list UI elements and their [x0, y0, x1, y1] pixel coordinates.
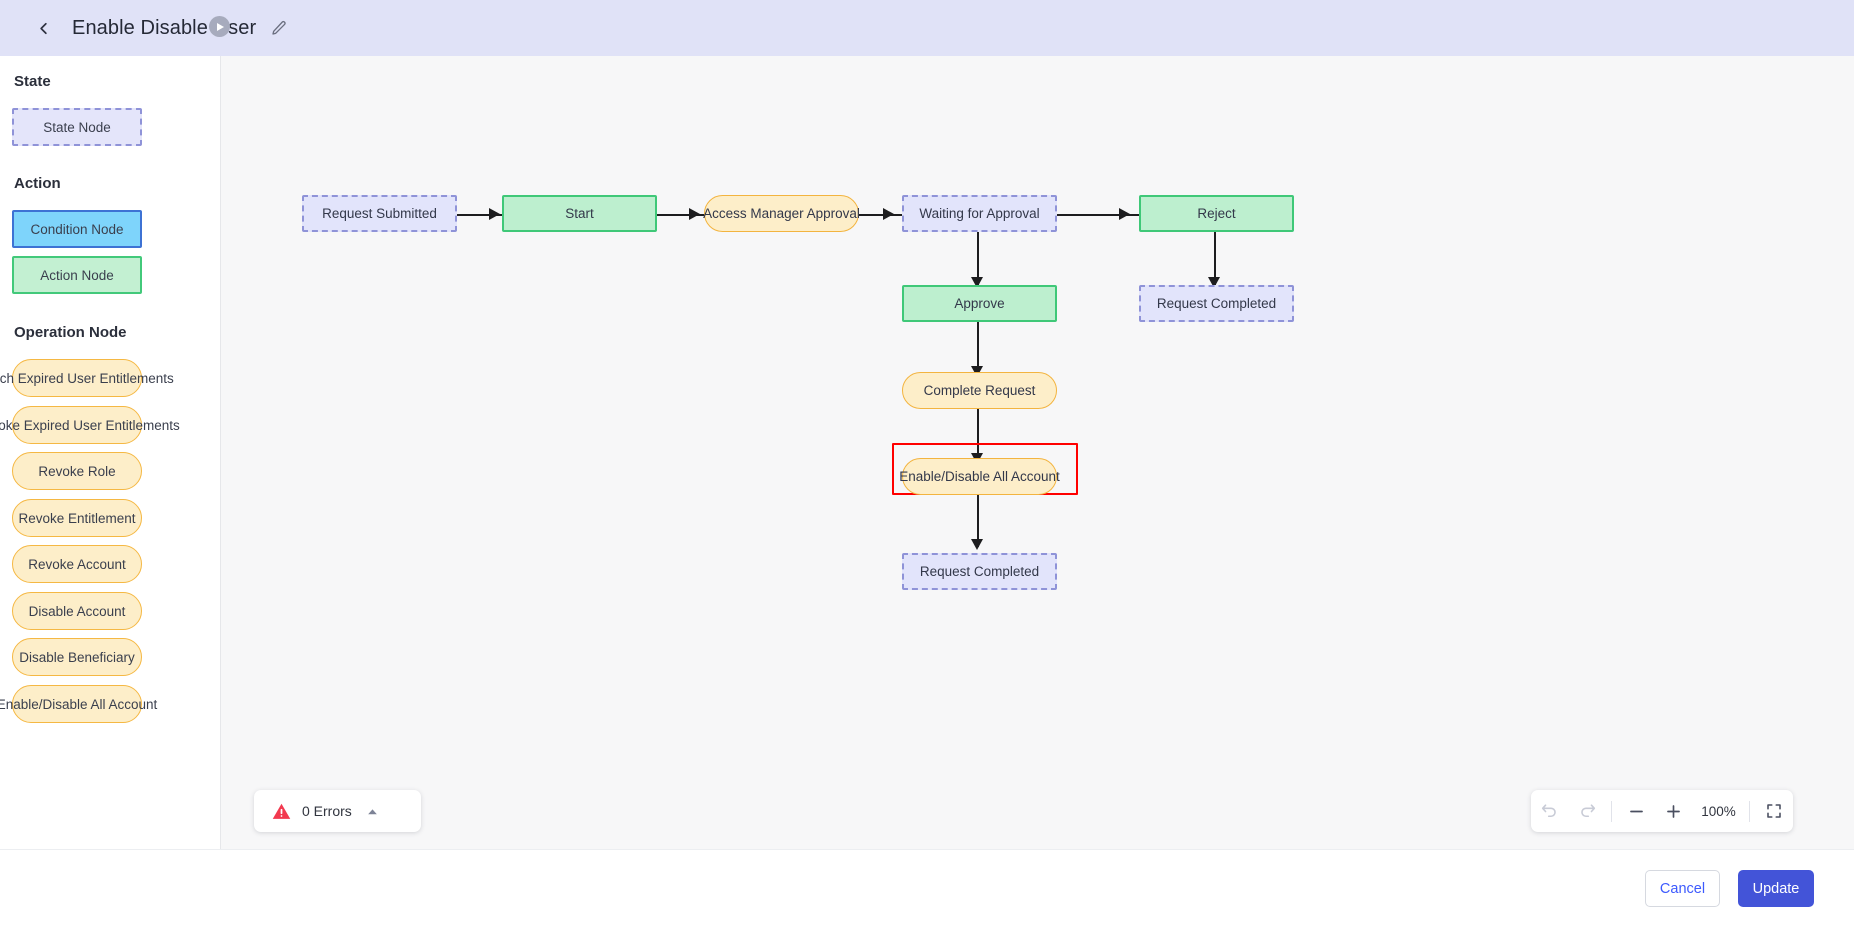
palette-item-fetch-expired-user-entitlements[interactable]: Fetch Expired User Entitlements	[0, 359, 174, 397]
palette-item-state-node[interactable]: State Node	[12, 108, 142, 146]
canvas-zoom-toolbar: 100%	[1531, 790, 1793, 832]
edge-start-to-access-manager-approval	[657, 214, 719, 217]
cancel-button[interactable]: Cancel	[1645, 870, 1720, 907]
arrow-icon	[489, 208, 500, 220]
fullscreen-icon	[1767, 804, 1781, 818]
redo-icon	[1581, 803, 1596, 817]
errors-count-label: 0 Errors	[302, 803, 352, 819]
palette-item-label: Revoke Entitlement	[18, 510, 136, 526]
palette-item-label: Revoke Account	[28, 556, 126, 572]
warning-triangle-icon	[271, 801, 292, 822]
palette-item-label: State Node	[43, 119, 111, 135]
palette-item-label: Condition Node	[30, 221, 124, 237]
node-request-completed-reject[interactable]: Request Completed	[1139, 285, 1294, 322]
node-enable-disable-all-account[interactable]: Enable/Disable All Account	[899, 458, 1060, 495]
node-label: Start	[565, 206, 594, 221]
node-request-completed-final[interactable]: Request Completed	[902, 553, 1057, 590]
node-complete-request[interactable]: Complete Request	[902, 372, 1057, 409]
palette-item-label: Revoke Role	[38, 463, 116, 479]
arrow-icon	[689, 208, 700, 220]
palette-item-revoke-account[interactable]: Revoke Account	[12, 545, 142, 583]
undo-button[interactable]	[1531, 790, 1569, 832]
palette-item-label: Disable Account	[28, 603, 126, 619]
flow-graph: Request Submitted Start Access Manager A…	[221, 56, 1854, 718]
palette-item-disable-beneficiary[interactable]: Disable Beneficiary	[12, 638, 142, 676]
flow-canvas[interactable]: Request Submitted Start Access Manager A…	[221, 56, 1854, 718]
back-button[interactable]	[26, 11, 60, 45]
arrow-icon	[883, 208, 894, 220]
node-label: Request Completed	[1156, 296, 1277, 311]
node-label: Access Manager Approval	[703, 206, 860, 221]
play-right-icon	[217, 22, 224, 31]
edge-waiting-to-reject	[1057, 214, 1139, 217]
palette-item-label: Enable/Disable All Account	[0, 696, 158, 712]
node-label: Complete Request	[923, 383, 1036, 398]
arrow-icon	[971, 366, 983, 377]
palette-item-condition-node[interactable]: Condition Node	[12, 210, 142, 248]
update-button[interactable]: Update	[1738, 870, 1814, 907]
palette-item-label: Action Node	[40, 267, 114, 283]
palette-item-revoke-entitlement[interactable]: Revoke Entitlement	[12, 499, 142, 537]
palette-item-action-node[interactable]: Action Node	[12, 256, 142, 294]
node-reject[interactable]: Reject	[1139, 195, 1294, 232]
palette-section-state-title: State	[14, 73, 51, 90]
toolbar-divider	[1611, 800, 1613, 822]
edge-reject-to-request-completed	[1214, 232, 1217, 285]
node-label: Approve	[954, 296, 1005, 311]
errors-panel[interactable]: 0 Errors	[254, 790, 421, 832]
zoom-level-label: 100%	[1701, 803, 1736, 819]
palette-item-label: Fetch Expired User Entitlements	[0, 370, 174, 386]
palette-section-action-title: Action	[14, 175, 61, 192]
node-label: Enable/Disable All Account	[899, 469, 1060, 484]
chevron-up-icon	[367, 808, 377, 814]
arrow-icon	[971, 277, 983, 288]
arrow-icon	[971, 539, 983, 550]
edge-approve-to-complete-request	[977, 311, 980, 374]
palette-item-disable-account[interactable]: Disable Account	[12, 592, 142, 630]
palette-item-revoke-expired-user-entitlements[interactable]: Revoke Expired User Entitlements	[0, 406, 180, 444]
edit-title-button[interactable]	[269, 18, 289, 38]
sidebar-collapse-toggle[interactable]	[209, 16, 230, 37]
edge-access-manager-approval-to-waiting	[859, 214, 903, 217]
node-approve[interactable]: Approve	[902, 285, 1057, 322]
plus-icon	[1667, 804, 1681, 818]
edge-waiting-to-approve	[977, 232, 980, 285]
node-label: Request Completed	[919, 564, 1040, 579]
node-waiting-for-approval[interactable]: Waiting for Approval	[902, 195, 1057, 232]
edge-enable-disable-to-request-completed	[977, 483, 980, 547]
palette-item-label: Revoke Expired User Entitlements	[0, 417, 180, 433]
palette-item-enable-disable-all-account[interactable]: Enable/Disable All Account	[0, 685, 157, 723]
edge-complete-request-to-enable-disable	[977, 397, 980, 461]
minus-icon	[1629, 810, 1643, 812]
zoom-out-button[interactable]	[1617, 790, 1655, 832]
pencil-icon	[272, 21, 286, 35]
page-footer: Cancel Update	[0, 849, 1854, 927]
node-label: Reject	[1197, 206, 1236, 221]
node-access-manager-approval[interactable]: Access Manager Approval	[703, 195, 860, 232]
chevron-left-icon	[39, 22, 47, 34]
node-label: Request Submitted	[322, 206, 437, 221]
arrow-icon	[1208, 277, 1220, 288]
zoom-in-button[interactable]	[1655, 790, 1693, 832]
page-header: Enable Disable User	[0, 0, 1854, 56]
node-palette-sidebar: State State Node Action Condition Node A…	[0, 56, 221, 849]
palette-item-revoke-role[interactable]: Revoke Role	[12, 452, 142, 490]
palette-item-label: Disable Beneficiary	[19, 649, 135, 665]
node-start[interactable]: Start	[502, 195, 657, 232]
errors-collapse-chevron[interactable]	[366, 805, 379, 818]
fullscreen-button[interactable]	[1755, 790, 1793, 832]
node-label: Waiting for Approval	[919, 206, 1040, 221]
palette-section-operation-title: Operation Node	[14, 324, 127, 341]
undo-icon	[1542, 803, 1557, 817]
redo-button[interactable]	[1569, 790, 1607, 832]
node-request-submitted[interactable]: Request Submitted	[302, 195, 457, 232]
arrow-icon	[1119, 208, 1130, 220]
toolbar-divider	[1749, 800, 1751, 822]
